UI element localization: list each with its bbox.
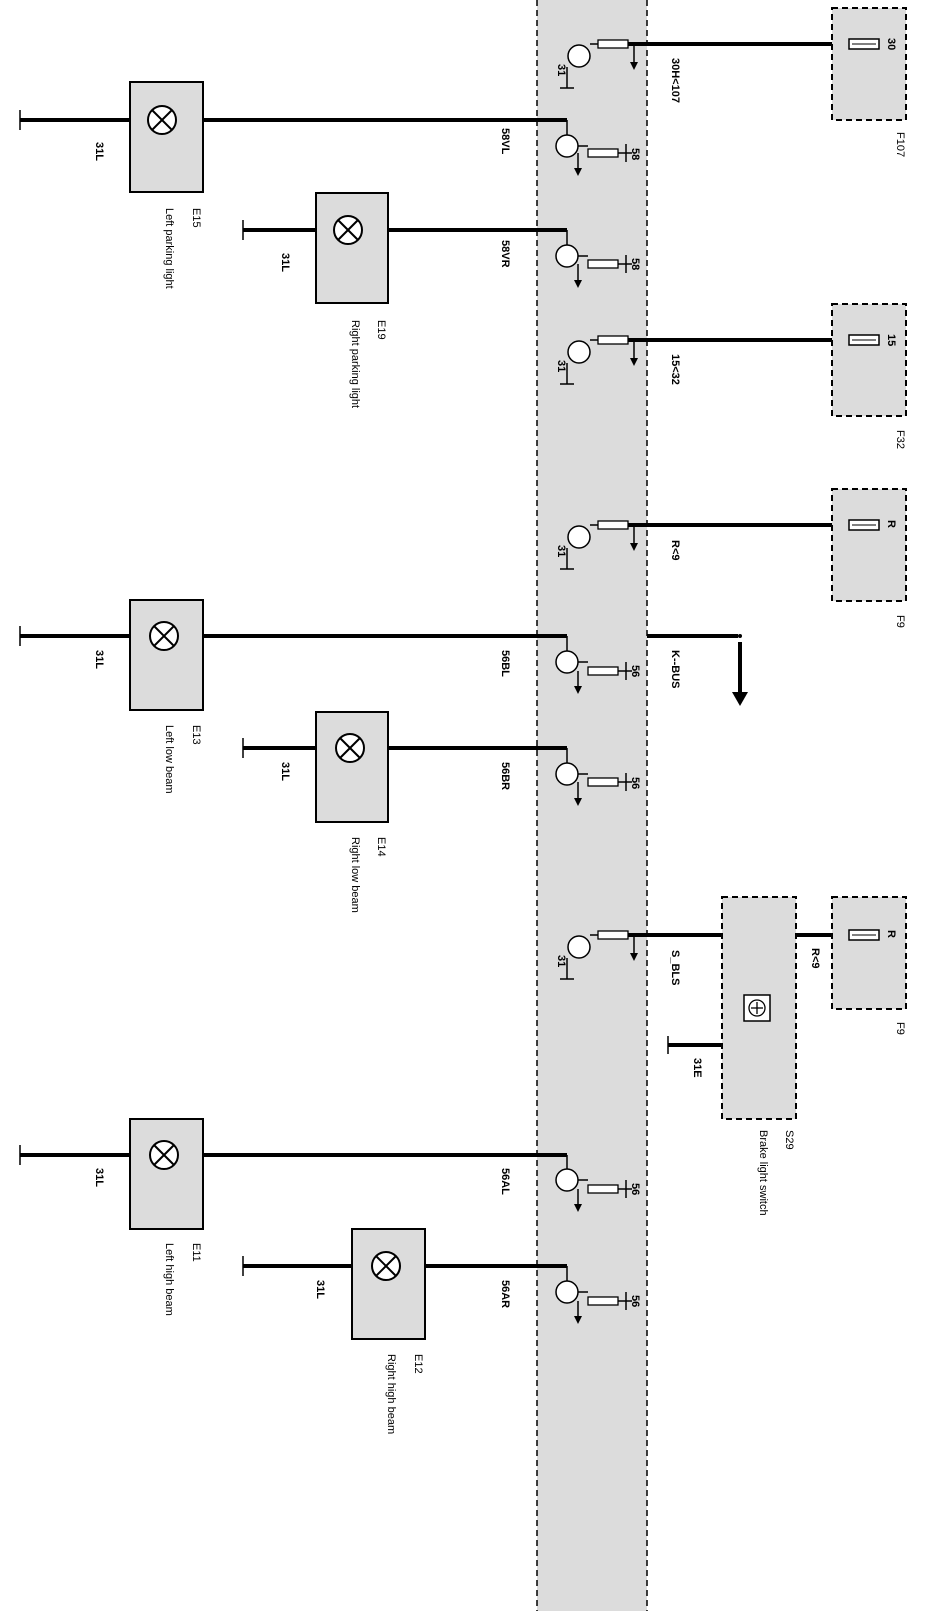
lamp-box-e11 xyxy=(129,1118,204,1230)
lamp-icon xyxy=(371,1251,401,1281)
transistor-icon xyxy=(555,762,579,786)
brake-switch-box xyxy=(721,896,797,1120)
lamp-box-e13 xyxy=(129,599,204,711)
lamp-id: E14 xyxy=(375,837,387,857)
signal-label: R<9 xyxy=(669,540,681,561)
input-circuit-brake: 31 S_BLS 31E R<9 S29 Brake light switch … xyxy=(555,896,907,1216)
lamp-name: Left low beam xyxy=(163,725,175,793)
fuse-label: F32 xyxy=(894,430,906,449)
lamp-box-e12 xyxy=(351,1228,426,1340)
ground-label: 31L xyxy=(93,1168,105,1187)
signal-label: 56AL xyxy=(499,1168,511,1195)
pin-label: 56 xyxy=(629,1183,641,1195)
transistor-icon xyxy=(555,244,579,268)
ground-label: 31 xyxy=(555,545,567,557)
ground-label: 31L xyxy=(93,142,105,161)
ground-label: 31 xyxy=(555,64,567,76)
ground-label: 31L xyxy=(314,1280,326,1299)
signal-label: S_BLS xyxy=(669,950,681,985)
input-circuit-f9: 31 R<9 R F9 xyxy=(555,488,907,628)
lamp-box-e19 xyxy=(315,192,389,304)
kbus-connection: K--BUS xyxy=(647,634,748,706)
ground-label: 31E xyxy=(691,1058,703,1078)
lamp-circuit-e12: 31L 56AR E12 Right high beam 56 xyxy=(242,1228,641,1434)
lamp-name: Left parking light xyxy=(163,208,175,289)
bus-label: K--BUS xyxy=(669,650,681,689)
fuse-box-f107 xyxy=(831,7,907,121)
signal-label: 56AR xyxy=(499,1280,511,1308)
transistor-icon xyxy=(567,44,591,68)
pin-label: 58 xyxy=(629,258,641,270)
transistor-icon xyxy=(555,650,579,674)
transistor-icon xyxy=(555,1168,579,1192)
fuse-label: F9 xyxy=(894,615,906,628)
switch-id: S29 xyxy=(783,1130,795,1150)
lamp-circuit-e15: 31L 58VL E15 Left parking light 58 xyxy=(19,81,641,289)
lamp-name: Left high beam xyxy=(163,1243,175,1316)
fuse-label: F107 xyxy=(894,132,906,157)
terminal-label: 30 xyxy=(885,38,897,50)
fuse-icon xyxy=(848,519,880,531)
lamp-circuit-e13: 31L 56BL E13 Left low beam 56 xyxy=(19,599,641,793)
fuse-icon xyxy=(848,38,880,50)
transistor-icon xyxy=(555,1280,579,1304)
fuse-icon xyxy=(848,334,880,346)
lamp-circuit-e19: 31L 58VR E19 Right parking light 58 xyxy=(242,192,641,408)
input-circuit-f32: 31 15<32 15 F32 xyxy=(555,303,907,449)
pin-label: 58 xyxy=(629,148,641,160)
lamp-name: Right parking light xyxy=(349,320,361,408)
ground-label: 31L xyxy=(93,650,105,669)
terminal-label: R xyxy=(885,520,897,528)
transistor-icon xyxy=(567,935,591,959)
lamp-box-e15 xyxy=(129,81,204,193)
lamp-box-e14 xyxy=(315,711,389,823)
ground-label: 31 xyxy=(555,360,567,372)
fuse-box-f9 xyxy=(831,488,907,602)
fuse-icon xyxy=(848,929,880,941)
control-module xyxy=(537,0,647,1611)
ground-label: 31L xyxy=(279,253,291,272)
lamp-icon xyxy=(335,733,365,763)
fuse-label: F9 xyxy=(894,1022,906,1035)
pin-label: 56 xyxy=(629,665,641,677)
lamp-id: E13 xyxy=(190,725,202,745)
lamp-id: E11 xyxy=(190,1243,202,1262)
terminal-label: 15 xyxy=(885,334,897,346)
signal-label: 58VL xyxy=(499,128,511,155)
fuse-box-f9-b xyxy=(831,896,907,1010)
ground-label: 31L xyxy=(279,762,291,781)
pin-label: 56 xyxy=(629,1295,641,1307)
signal-label: 58VR xyxy=(499,240,511,268)
switch-icon xyxy=(743,994,771,1022)
input-circuit-f107: 31 30H<107 30 F107 xyxy=(555,7,907,157)
lamp-icon xyxy=(149,621,179,651)
lamp-circuit-e14: 31L 56BR E14 Right low beam 56 xyxy=(242,711,641,913)
lamp-name: Right low beam xyxy=(349,837,361,913)
switch-name: Brake light switch xyxy=(757,1130,769,1216)
transistor-icon xyxy=(567,525,591,549)
terminal-label: R xyxy=(885,930,897,938)
lamp-id: E15 xyxy=(190,208,202,228)
lamp-id: E12 xyxy=(412,1354,424,1374)
fuse-box-f32 xyxy=(831,303,907,417)
lamp-circuit-e11: 31L 56AL E11 Left high beam 56 xyxy=(19,1118,641,1316)
lamp-icon xyxy=(333,215,363,245)
lamp-id: E19 xyxy=(375,320,387,340)
signal-label: 30H<107 xyxy=(669,58,681,103)
signal-label: 56BL xyxy=(499,650,511,677)
signal-label: 56BR xyxy=(499,762,511,790)
signal-label: 15<32 xyxy=(669,354,681,385)
arrow-down-icon xyxy=(732,692,748,706)
lamp-icon xyxy=(149,1140,179,1170)
pin-label: 56 xyxy=(629,777,641,789)
transistor-icon xyxy=(567,340,591,364)
switch-input-label: R<9 xyxy=(809,948,821,969)
transistor-icon xyxy=(555,134,579,158)
ground-label: 31 xyxy=(555,955,567,967)
lamp-icon xyxy=(147,105,177,135)
lamp-name: Right high beam xyxy=(385,1354,397,1434)
